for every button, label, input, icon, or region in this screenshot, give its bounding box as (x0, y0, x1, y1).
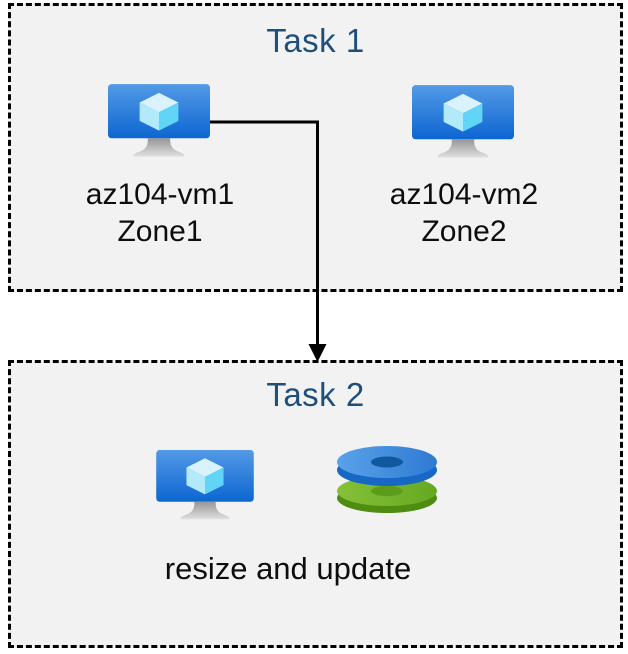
virtual-machine-icon (412, 85, 514, 174)
task1-title: Task 1 (266, 22, 365, 59)
task1-box: Task 1 az104-vm1 Zon (8, 3, 623, 292)
vm1-zone: Zone1 (117, 215, 203, 248)
vm2-zone: Zone2 (421, 215, 507, 248)
vm2-name: az104-vm2 (389, 178, 539, 211)
virtual-machine-icon (156, 450, 254, 535)
task2-title: Task 2 (266, 376, 365, 413)
managed-disks-icon (337, 444, 437, 521)
task2-box: Task 2 (8, 360, 623, 648)
vm2-label: az104-vm2 Zone2 (362, 176, 566, 250)
vm1-name: az104-vm1 (85, 178, 235, 211)
task2-caption: resize and update (164, 551, 412, 586)
vm1-label: az104-vm1 Zone1 (58, 176, 262, 250)
virtual-machine-icon (108, 84, 210, 173)
